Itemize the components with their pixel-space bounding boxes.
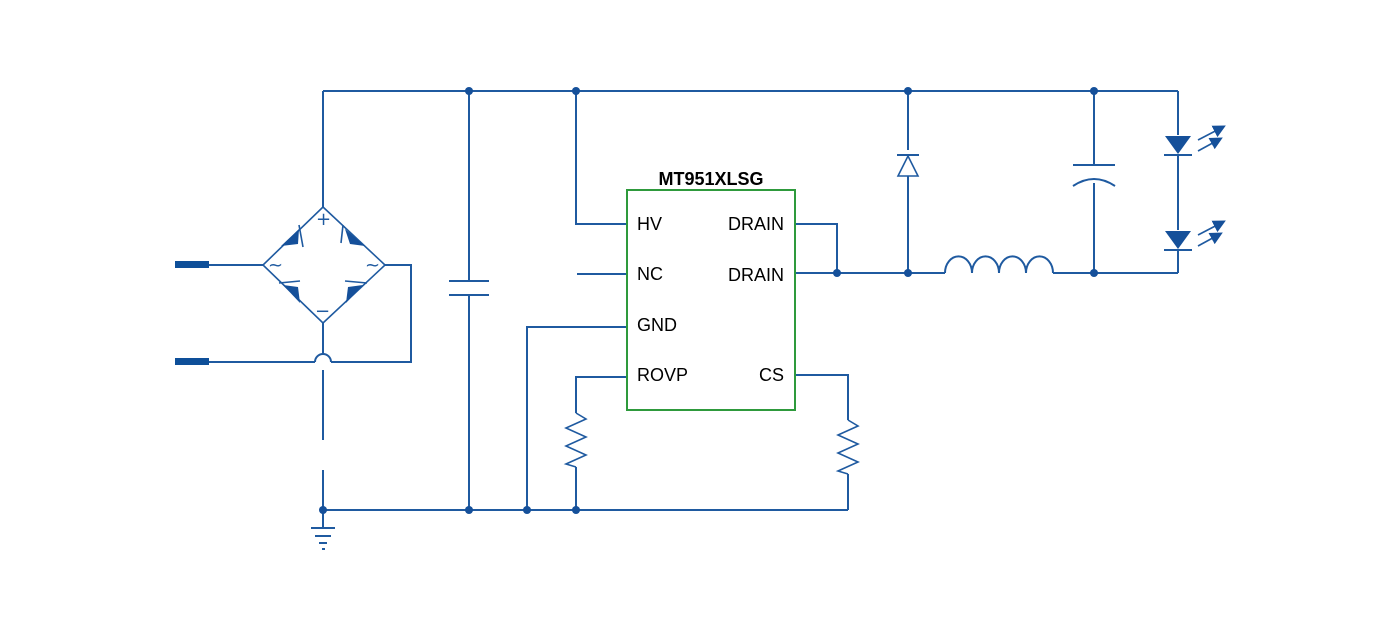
ground-icon: [311, 527, 335, 550]
led-icon: [1164, 220, 1226, 251]
pin-drain-2-label: DRAIN: [728, 265, 784, 285]
bridge-minus-label: −: [315, 301, 330, 322]
pin-hv-label: HV: [637, 214, 662, 234]
pin-cs-label: CS: [759, 365, 784, 385]
bridge-ac-left-label: ~: [268, 255, 283, 276]
pin-drain-1-label: DRAIN: [728, 214, 784, 234]
ic-package: MT951XLSG HV NC GND ROVP DRAIN DRAIN CS: [626, 169, 796, 411]
bridge-rectifier-icon: + − ~ ~: [261, 205, 387, 325]
pin-gnd-label: GND: [637, 315, 677, 335]
capacitor-icon: [449, 280, 489, 296]
diode-icon: [896, 154, 920, 177]
pin-rovp-label: ROVP: [637, 365, 688, 385]
inductor-icon: [944, 255, 1054, 274]
ac-input-terminal-icon: [175, 261, 209, 365]
bridge-plus-label: +: [316, 209, 331, 230]
electrolytic-capacitor-icon: [1072, 164, 1116, 187]
wires: [209, 90, 1179, 528]
junction-dots: [319, 87, 1098, 514]
pin-nc-label: NC: [637, 264, 663, 284]
resistor-rovp-icon: [563, 412, 588, 468]
resistor-cs-icon: [835, 419, 860, 475]
led-icon: [1164, 125, 1226, 156]
bridge-ac-right-label: ~: [365, 255, 380, 276]
ic-part-number: MT951XLSG: [658, 169, 763, 189]
